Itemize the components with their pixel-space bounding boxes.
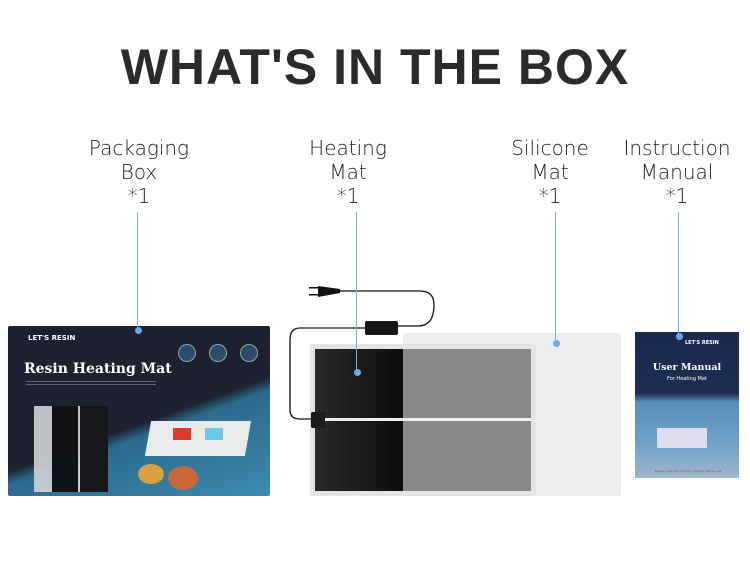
leader-dot <box>676 333 683 340</box>
feature-icons <box>178 344 258 362</box>
temperature-controller <box>365 321 398 335</box>
leader-dot <box>553 340 560 347</box>
plug-icon <box>318 286 340 297</box>
leader-dot <box>354 369 361 376</box>
instruction-manual-image: LET'S RESIN User Manual For Heating Mat … <box>635 332 739 478</box>
page-title: WHAT'S IN THE BOX <box>120 39 630 95</box>
leader-dot <box>135 327 142 334</box>
packaging-box-image: LET'S RESIN Resin Heating Mat <box>8 326 270 496</box>
box-product-name: Resin Heating Mat <box>24 361 172 377</box>
box-brand-logo: LET'S RESIN <box>28 334 76 342</box>
